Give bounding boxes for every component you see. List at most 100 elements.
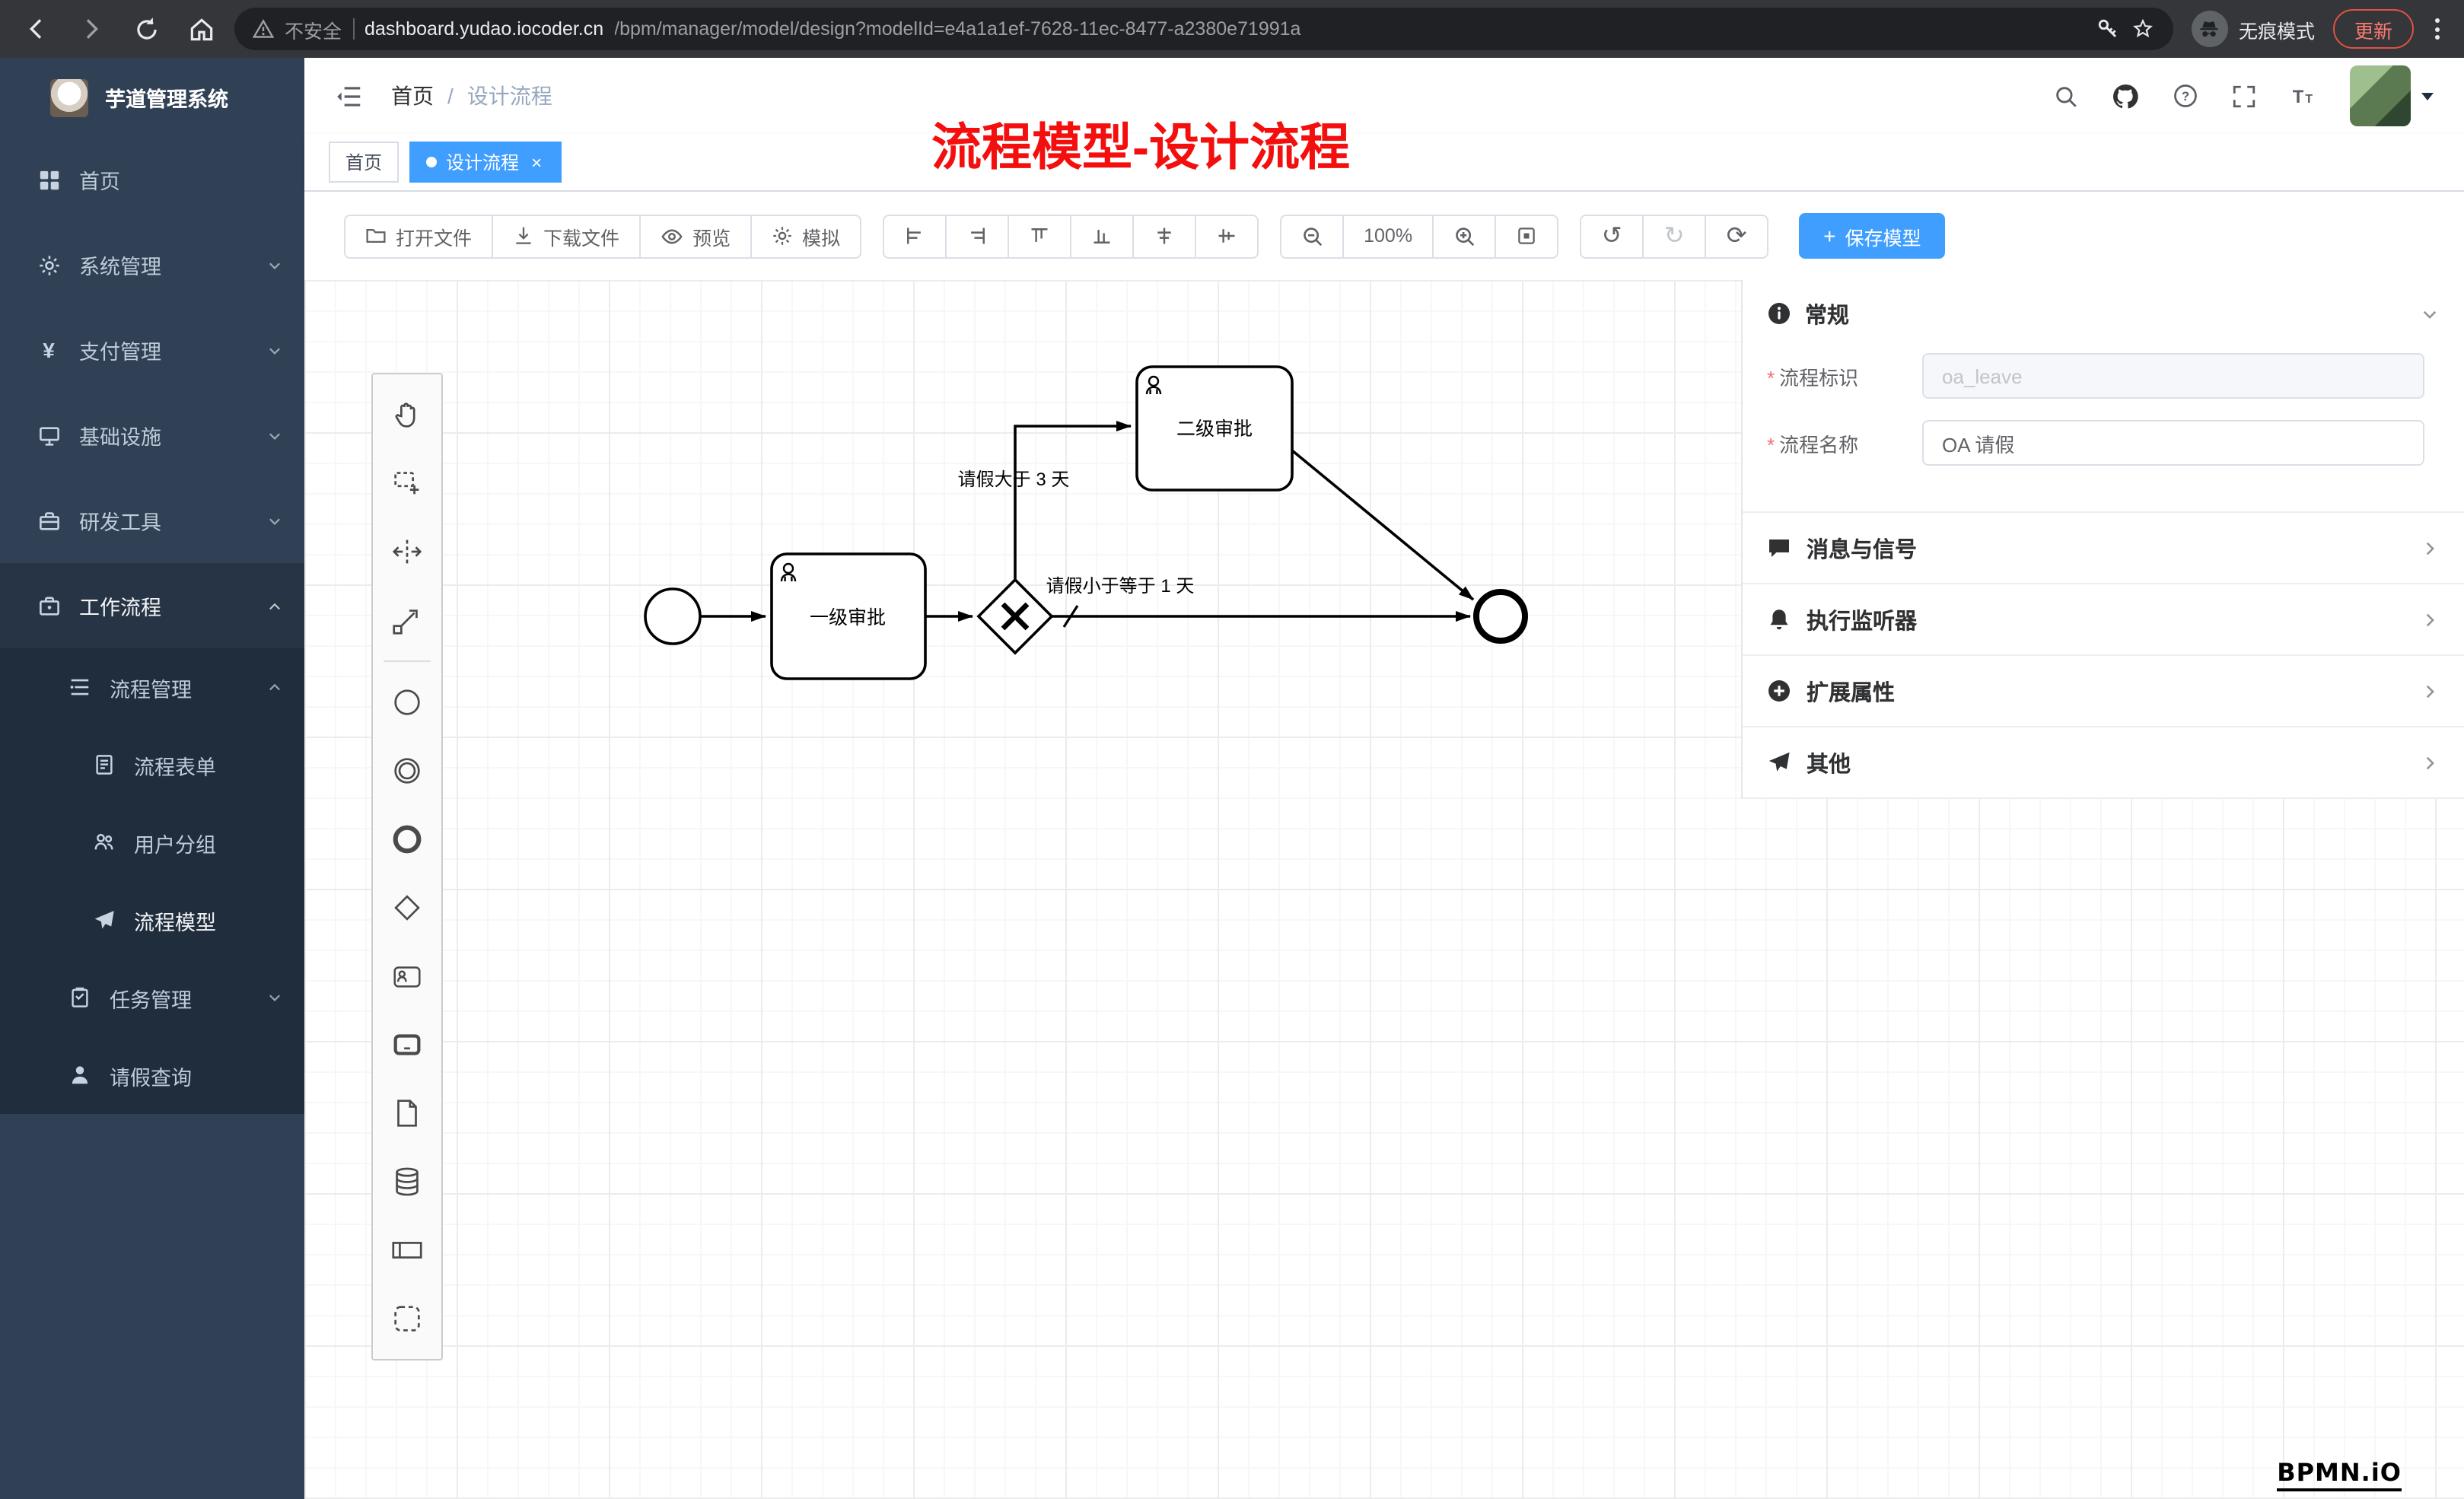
align-top-button[interactable] [1008,214,1072,258]
align-center-horizontal-button[interactable] [1132,214,1197,258]
user-menu[interactable] [2350,65,2434,126]
zoom-button-group: 100% [1280,214,1559,258]
global-connect-tool-icon[interactable] [373,586,441,654]
zoom-out-button[interactable] [1280,214,1345,258]
start-event[interactable] [644,587,702,645]
download-file-button[interactable]: 下载文件 [492,214,641,258]
sidebar-item-system[interactable]: 系统管理 [0,222,304,307]
align-bottom-button[interactable] [1070,214,1135,258]
tab-design-process[interactable]: 设计流程 × [409,142,562,183]
chevron-up-icon [266,597,283,614]
section-extension-attributes[interactable]: 扩展属性 [1743,654,2464,726]
briefcase-icon [37,508,61,533]
simulate-button[interactable]: 模拟 [750,214,862,258]
exclusive-gateway[interactable] [976,578,1054,655]
sidebar-item-process-model[interactable]: 流程模型 [0,881,304,959]
help-icon[interactable]: ? [2172,82,2199,110]
bpmn-io-logo[interactable]: BPMN.iO [2277,1458,2402,1491]
zoom-level-display[interactable]: 100% [1342,214,1434,258]
data-store-icon[interactable] [373,1147,441,1216]
chevron-right-icon [2420,753,2440,772]
zoom-reset-button[interactable] [1495,214,1559,258]
browser-back-button[interactable] [15,8,58,50]
browser-forward-button[interactable] [70,8,113,50]
save-model-button[interactable]: + 保存模型 [1799,213,1946,259]
tags-view-bar: 首页 设计流程 × [304,134,2464,192]
participant-pool-icon[interactable] [373,1216,441,1284]
close-tab-icon[interactable]: × [531,151,543,173]
sidebar-item-user-group[interactable]: 用户分组 [0,804,304,881]
restart-button[interactable]: ⟳ [1705,214,1769,258]
yen-icon: ¥ [43,338,55,362]
sidebar-item-process-management[interactable]: 流程管理 [0,648,304,726]
bookmark-star-icon[interactable] [2131,17,2155,41]
fullscreen-icon[interactable] [2231,83,2257,109]
github-icon[interactable] [2111,81,2140,110]
section-general-header[interactable]: 常规 [1743,280,2464,347]
user-task-icon[interactable] [373,942,441,1010]
browser-home-button[interactable] [180,8,222,50]
flow-gateway-to-task2[interactable] [1014,421,1132,580]
logo-avatar [50,78,88,116]
intermediate-event-icon[interactable] [373,737,441,805]
collapse-sidebar-icon[interactable] [335,81,364,110]
section-message-signal[interactable]: 消息与信号 [1743,511,2464,583]
sidebar-item-task-management[interactable]: 任务管理 [0,959,304,1036]
process-key-field: *流程标识 [1767,353,2424,399]
sequence-flows[interactable] [700,421,1475,628]
user-task-level1[interactable]: 一级审批 [770,552,927,680]
sidebar-item-leave-query[interactable]: 请假查询 [0,1036,304,1114]
hand-tool-icon[interactable] [373,380,441,449]
align-right-button[interactable] [945,214,1010,258]
lasso-tool-icon[interactable] [373,449,441,517]
section-title: 执行监听器 [1807,609,1917,634]
tab-home[interactable]: 首页 [329,142,400,183]
sidebar-logo[interactable]: 芋道管理系统 [0,58,304,137]
section-other[interactable]: 其他 [1743,726,2464,797]
svg-text:T: T [2293,86,2304,107]
sidebar-item-home[interactable]: 首页 [0,137,304,222]
end-event-icon[interactable] [373,805,441,874]
sidebar-item-infrastructure[interactable]: 基础设施 [0,393,304,478]
zoom-in-button[interactable] [1432,214,1497,258]
group-icon[interactable] [373,1284,441,1353]
process-name-input[interactable] [1922,420,2424,466]
field-label: *流程标识 [1767,366,1859,389]
search-icon[interactable] [2053,83,2079,109]
bpmn-canvas[interactable]: 请假大于 3 天 请假小于等于 1 天 一级审批 [304,280,2464,1499]
breadcrumb-home[interactable]: 首页 [391,84,434,108]
browser-reload-button[interactable] [125,8,167,50]
align-left-button[interactable] [883,214,947,258]
space-tool-icon[interactable] [373,517,441,586]
password-key-icon[interactable] [2096,17,2120,41]
sidebar-item-payment[interactable]: ¥ 支付管理 [0,307,304,393]
gateway-icon[interactable] [373,874,441,942]
undo-button[interactable]: ↺ [1580,214,1644,258]
start-event-icon[interactable] [373,668,441,737]
align-center-vertical-button[interactable] [1195,214,1259,258]
sidebar-item-workflow[interactable]: 工作流程 [0,563,304,648]
flow-task2-to-end[interactable] [1291,449,1475,601]
sidebar-item-devtools[interactable]: 研发工具 [0,478,304,563]
user-task-level2[interactable]: 二级审批 [1135,365,1294,492]
call-activity-icon[interactable] [373,1010,441,1079]
browser-update-button[interactable]: 更新 [2332,9,2414,49]
flow-label-lte1[interactable]: 请假小于等于 1 天 [1046,576,1195,597]
section-title: 常规 [1805,304,1849,328]
gear-icon [37,253,61,277]
open-file-button[interactable]: 打开文件 [344,214,494,258]
section-execution-listener[interactable]: 执行监听器 [1743,583,2464,654]
data-object-icon[interactable] [373,1079,441,1147]
address-bar[interactable]: 不安全 dashboard.yudao.iocoder.cn/bpm/manag… [234,8,2173,50]
preview-button[interactable]: 预览 [639,214,753,258]
end-event[interactable] [1473,589,1528,644]
sidebar-item-process-form[interactable]: 流程表单 [0,726,304,804]
flow-label-gt3[interactable]: 请假大于 3 天 [958,469,1070,490]
chevron-up-icon [266,679,283,695]
monitor-icon [37,423,61,447]
browser-menu-icon[interactable] [2426,18,2449,40]
bpmn-toolbar: 打开文件 下载文件 预览 模拟 [304,192,2464,280]
incognito-label: 无痕模式 [2238,21,2315,42]
process-name-field: *流程名称 [1767,420,2424,466]
